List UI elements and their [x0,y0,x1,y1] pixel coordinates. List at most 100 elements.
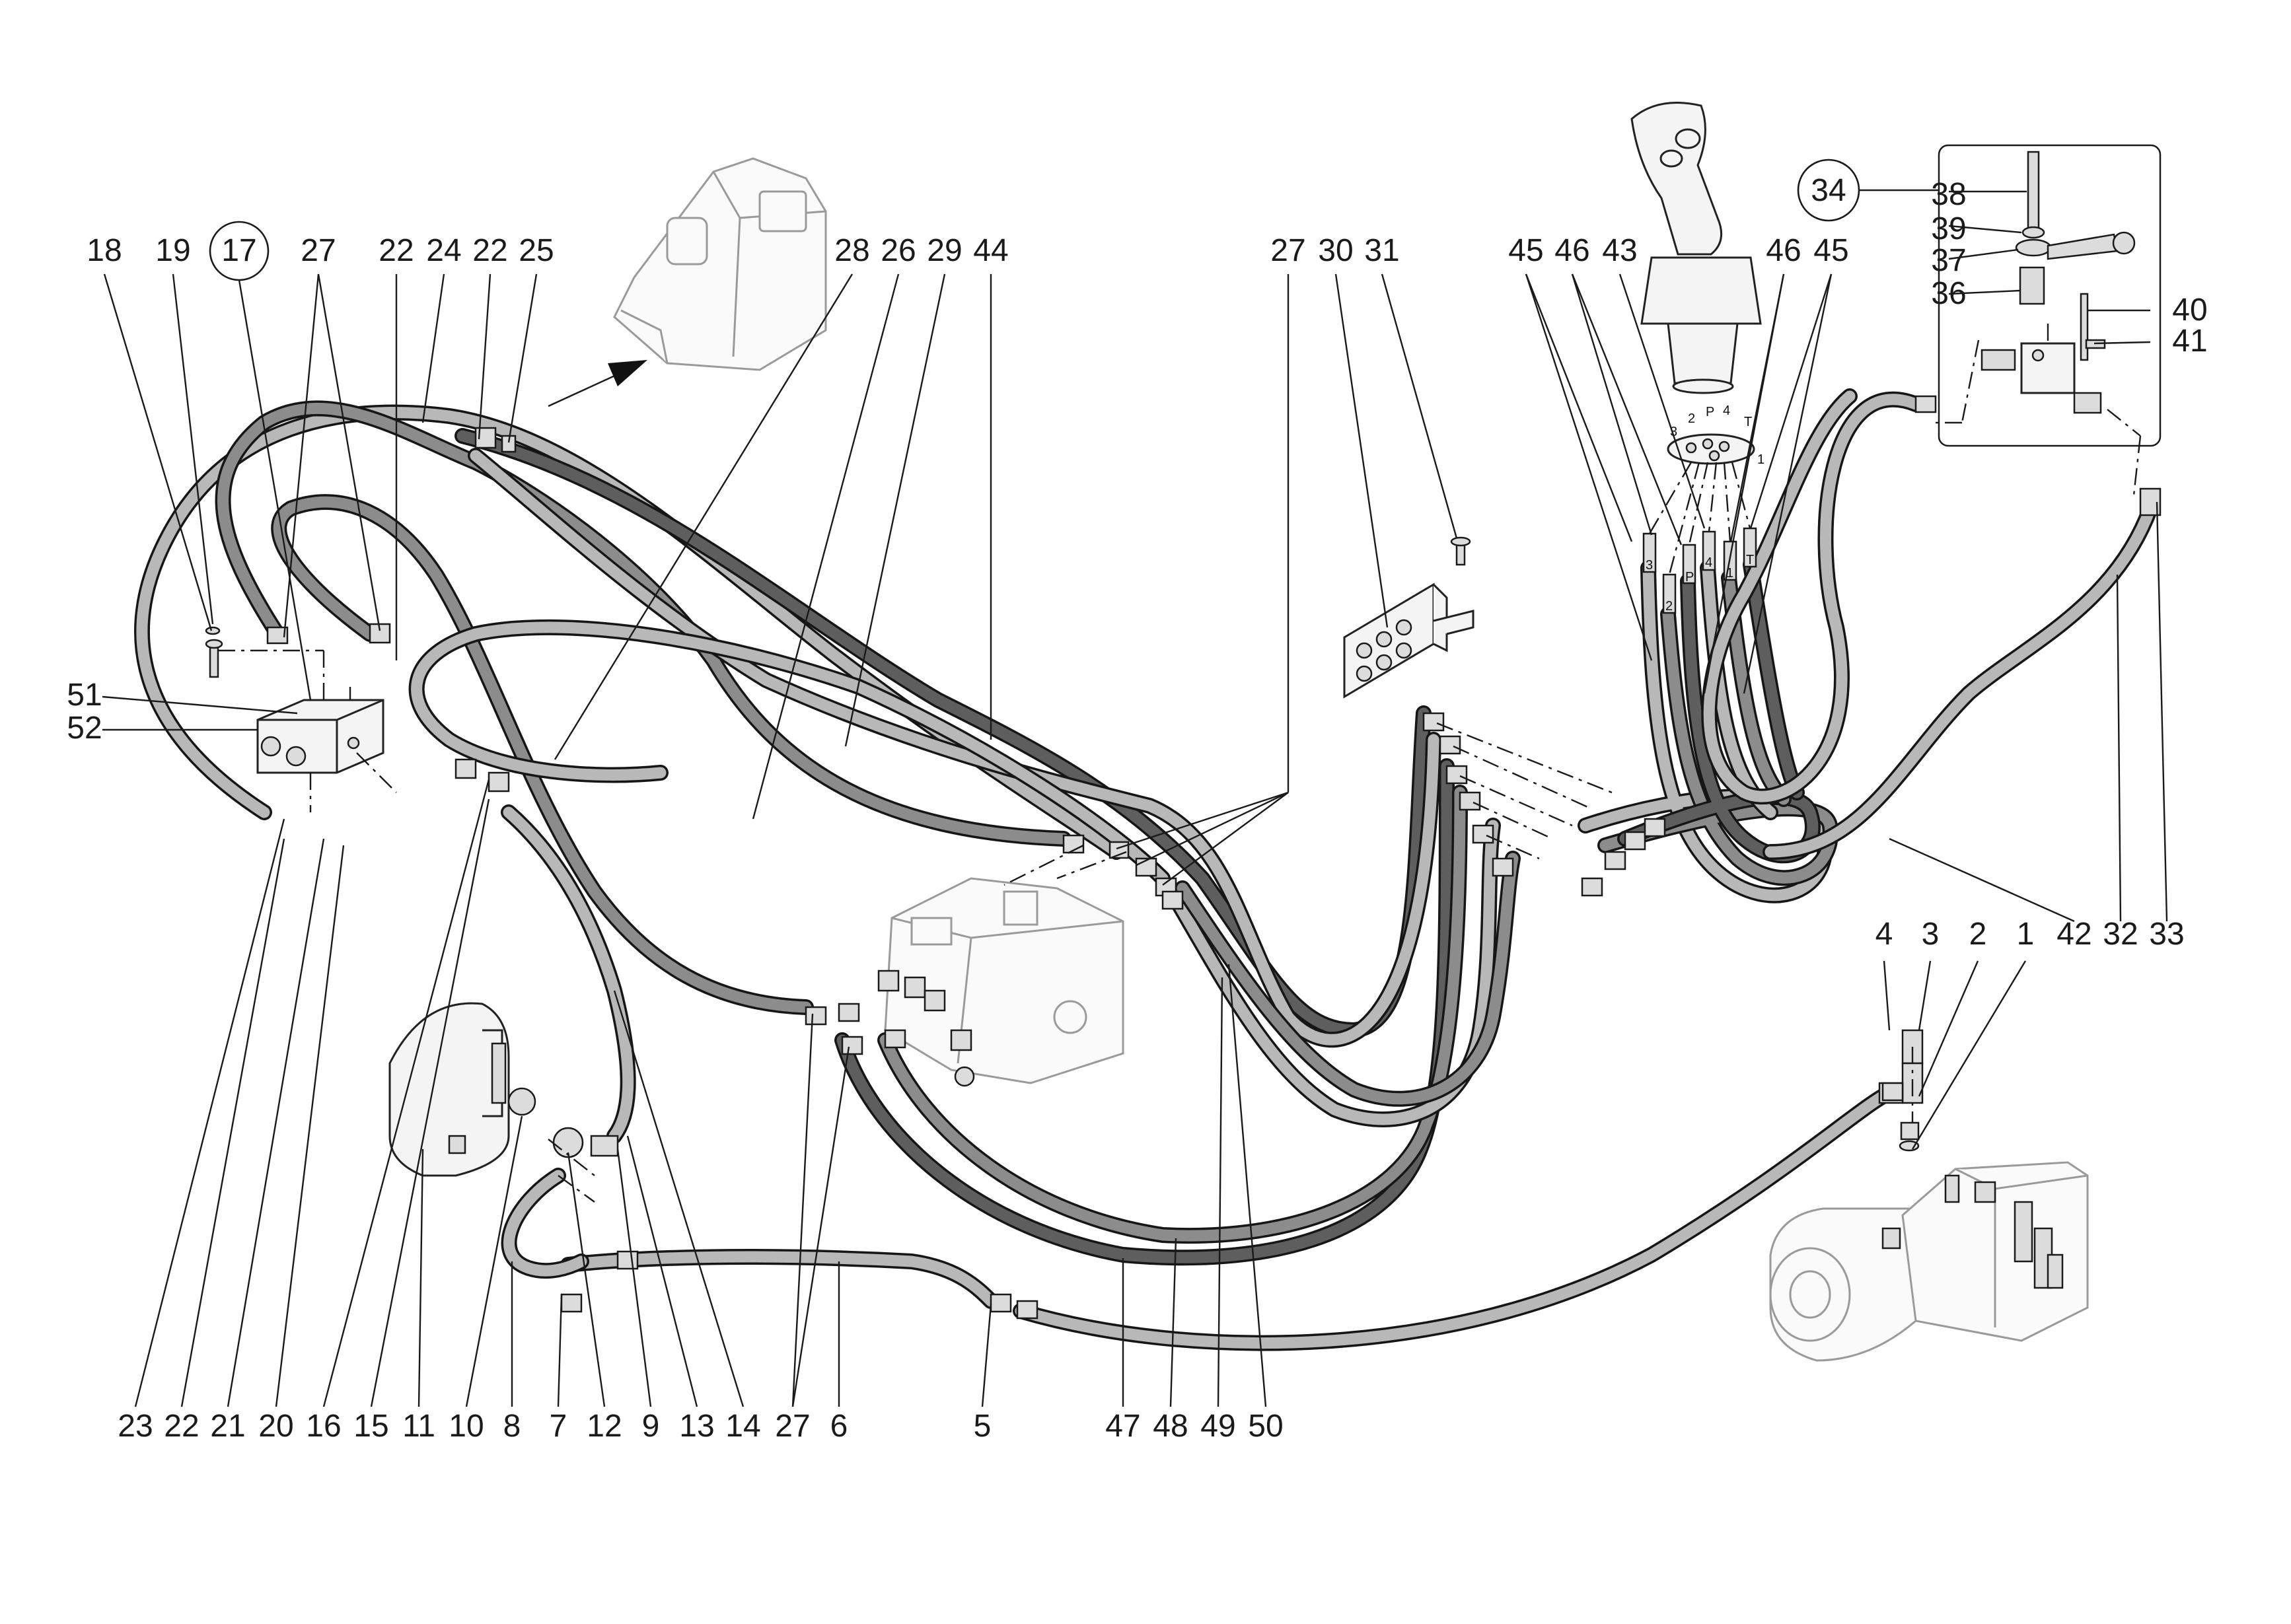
hydraulic-tank [613,157,827,371]
callout-46-left: 46 [1554,233,1589,268]
leader-line [1618,273,1706,529]
leader-line [554,273,854,760]
callout-44: 44 [973,233,1008,268]
leader-line [1889,837,2075,923]
leader-line [1883,960,1891,1031]
callout-32: 32 [2103,917,2138,952]
callout-51: 51 [67,678,102,713]
leader-line [752,273,900,820]
callout-28: 28 [834,233,869,268]
leader-line [1743,273,1833,694]
hose-label-p: P [1685,570,1694,584]
callout-24: 24 [426,233,461,268]
joystick-controller [1630,102,1762,394]
callout-3: 3 [1922,917,1940,952]
leader-line [616,1148,652,1407]
leader-line [507,273,538,443]
hose-6 [560,1249,999,1309]
callout-48: 48 [1153,1409,1188,1444]
callout-45-right: 45 [1813,233,1848,268]
leader-line [1749,273,1833,529]
callout-41: 41 [2172,324,2207,359]
port-label-t: T [1744,415,1752,429]
callout-5: 5 [974,1409,992,1444]
hose-label-2: 2 [1665,599,1673,614]
port-label-p: P [1706,405,1714,419]
leader-line [613,990,745,1407]
callout-49: 49 [1200,1409,1235,1444]
leader-line [1948,248,2019,260]
hose-label-t: T [1746,553,1754,567]
callout-2: 2 [1969,917,1987,952]
callout-27-top-mid: 27 [1270,233,1305,268]
callout-34: 34 [1811,173,1846,208]
leader-line [275,845,345,1407]
leader-line [1116,791,1289,850]
port-label-1: 1 [1757,452,1764,467]
callout-circle-17 [209,221,270,281]
callout-26: 26 [881,233,916,268]
callout-33: 33 [2149,917,2184,952]
callout-21: 21 [210,1409,245,1444]
direction-arrow [548,360,647,407]
callout-38: 38 [1931,177,1966,212]
leader-line [1525,273,1633,542]
leader-line [1334,273,1389,628]
hose-42 [1701,388,1924,805]
callout-7: 7 [550,1409,567,1444]
leader-line [134,818,285,1407]
valve-block [205,626,397,812]
leader-line [981,1304,992,1407]
callout-30: 30 [1318,233,1353,268]
leader-line [1227,964,1267,1407]
leader-line [465,1115,523,1407]
leader-lines [102,190,2168,1407]
leader-line [844,273,946,747]
leader-line [322,779,490,1407]
callout-8: 8 [503,1409,521,1444]
leader-line [172,273,214,625]
callout-27-bottom: 27 [775,1409,810,1444]
hose-28 [271,494,814,1015]
callout-10: 10 [449,1409,484,1444]
leader-line [370,798,490,1407]
leader-line [1571,273,1653,536]
leader-line [1918,960,1932,1031]
callout-42: 42 [2056,917,2091,952]
leader-line [1381,273,1458,539]
hose-5 [1013,1088,1891,1351]
callout-46-right: 46 [1766,233,1801,268]
hose-group [133,388,2158,1351]
port-label-2: 2 [1688,411,1695,426]
port-label-3: 3 [1670,425,1677,439]
callout-15: 15 [353,1409,388,1444]
callout-25: 25 [519,233,554,268]
leader-line [283,273,320,638]
leader-line [791,1046,850,1407]
leader-line [1162,792,1289,886]
callout-6: 6 [830,1409,848,1444]
leader-line [478,273,491,440]
accumulator [388,1002,619,1177]
leader-line [1217,977,1223,1407]
hose-29 [468,448,1441,1048]
leader-line [1918,960,1979,1097]
callout-22-top-a: 22 [379,233,414,268]
callout-31: 31 [1364,233,1399,268]
hose-8 [501,1168,589,1279]
callout-12: 12 [587,1409,622,1444]
hose-32 [1763,501,2158,860]
callout-4: 4 [1875,917,1893,952]
port-label-4: 4 [1723,404,1730,418]
callout-52: 52 [67,711,102,746]
hose-label-1: 1 [1726,566,1733,581]
leader-line [421,273,445,423]
callout-50: 50 [1248,1409,1283,1444]
leader-line [103,273,213,631]
leader-line [180,838,285,1407]
callout-14: 14 [725,1409,760,1444]
callout-17: 17 [221,233,256,268]
leader-line [227,838,325,1407]
leader-line [1169,1238,1177,1407]
